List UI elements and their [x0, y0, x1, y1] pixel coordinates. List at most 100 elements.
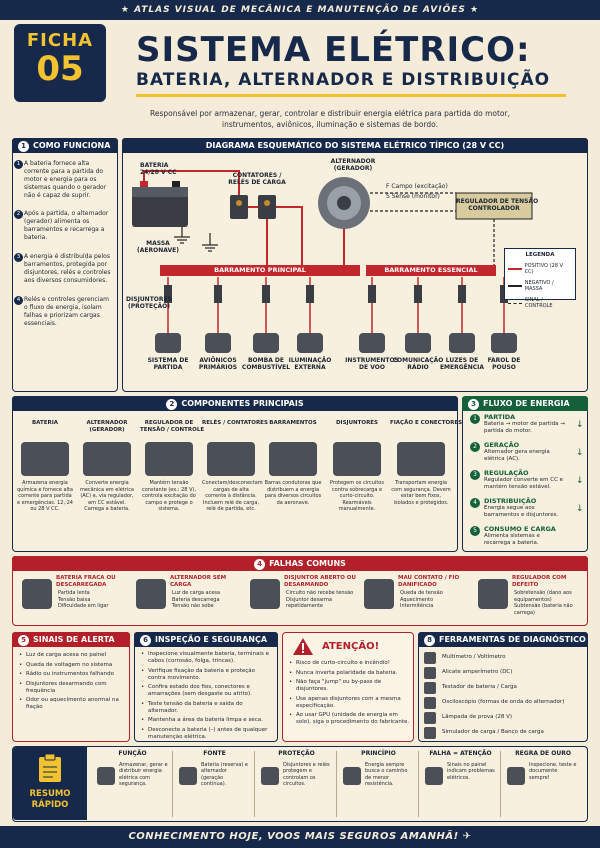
- breaker-icon: [368, 285, 376, 303]
- resumo-label-box: RESUMO RÁPIDO: [13, 747, 87, 820]
- title-underline: [136, 94, 566, 97]
- failure-title: BATERIA FRACA OU DESCARREGADA: [56, 575, 116, 588]
- component-title: FIAÇÃO E CONECTORES: [390, 420, 463, 426]
- section-number: 2: [166, 399, 178, 410]
- step-number: 1: [470, 414, 480, 424]
- legend-item: NEGATIVO / MASSA: [508, 280, 572, 292]
- ground-label: MASSA (AERONAVE): [137, 240, 179, 254]
- ficha-badge: FICHA 05: [14, 24, 106, 102]
- failure-image-icon: [364, 579, 394, 609]
- section-title: INSPEÇÃO E SEGURANÇA: [155, 635, 268, 644]
- resumo-box-title: REGRA DE OURO: [515, 750, 571, 757]
- step-number: 2: [14, 210, 23, 219]
- step-text: Após a partida, o alternador (gerador) a…: [24, 210, 109, 241]
- list-item: Não faça "jump" ou by-pass de disjuntore…: [288, 679, 410, 693]
- section-title: COMO FUNCIONA: [33, 141, 111, 150]
- breaker-icon: [164, 285, 172, 303]
- contactor-icon: [258, 195, 276, 219]
- component-desc: Armazena energia química e fornece alta …: [17, 480, 73, 512]
- component-title: BATERIA: [31, 420, 59, 426]
- tool-icon: [424, 682, 436, 694]
- section-title: FALHAS COMUNS: [269, 559, 346, 568]
- section-title: FLUXO DE ENERGIA: [483, 399, 570, 408]
- resumo-box-title: FONTE: [203, 750, 226, 757]
- section-number: 6: [140, 635, 151, 646]
- list-item: Nunca inverta polaridade da bateria.: [288, 670, 410, 677]
- warning-icon: [293, 638, 313, 655]
- step-desc: Bateria → motor de partida → partida do …: [484, 421, 565, 434]
- consumer-icons: [155, 333, 517, 353]
- sinais-list: Luz de carga acesa no painelQueda de vol…: [18, 652, 124, 714]
- contactors-label: CONTATORES / RELÉS DE CARGA: [228, 172, 286, 186]
- failure-point: Aquecimento: [400, 596, 434, 603]
- consumer-label: FAROL DE POUSO: [487, 357, 521, 371]
- step-title: GERAÇÃO: [484, 441, 520, 449]
- step-number: 5: [470, 526, 480, 536]
- component-card: BATERIA Armazena energia química e fornec…: [16, 420, 74, 513]
- diagram-svg: [132, 170, 533, 353]
- footer-slogan: CONHECIMENTO HOJE, VOOS MAIS SEGUROS AMA…: [0, 826, 600, 848]
- component-desc: Protegem os circuitos contra sobrecarga …: [330, 480, 384, 512]
- consumer-device-icon: [253, 333, 279, 353]
- failure-title: MAU CONTATO / FIO DANIFICADO: [398, 575, 460, 588]
- component-image-icon: [83, 442, 131, 476]
- battery-icon: [132, 181, 188, 227]
- step-title: PARTIDA: [484, 413, 516, 421]
- step-number: 4: [470, 498, 480, 508]
- resumo-label: RESUMO RÁPIDO: [29, 789, 71, 810]
- consumer-label: INSTRUMENTOS DE VOO: [345, 357, 399, 371]
- resumo-box-desc: Armazenar, gerar e distribuir energia el…: [119, 761, 168, 788]
- failure-point: Partida lenta: [58, 590, 90, 596]
- resumo-box-desc: Energia sempre busca o caminho de menor …: [365, 761, 408, 788]
- list-item: Teste tensão da bateria e saída do alter…: [140, 701, 274, 715]
- list-item: Disjuntores desarmando com frequência: [18, 681, 124, 695]
- failure-point: Tensão não sobe: [172, 603, 214, 609]
- arrow-down-icon: ↓: [576, 420, 584, 430]
- section-title: FERRAMENTAS DE DIAGNÓSTICO: [439, 635, 586, 644]
- atencao-title: ATENÇÃO!: [322, 641, 380, 652]
- como-funciona-panel: [12, 138, 118, 392]
- list-item: Verifique fixação da bateria e proteção …: [140, 668, 274, 682]
- resumo-box-icon: [261, 767, 279, 785]
- list-item: Odor ou aquecimento anormal na fiação: [18, 697, 124, 711]
- tool-icon: [424, 712, 436, 724]
- section-number: 5: [18, 635, 29, 646]
- consumer-label: LUZES DE EMERGÊNCIA: [439, 357, 485, 371]
- component-card: DISJUNTORES Protegem os circuitos contra …: [328, 420, 386, 513]
- resumo-box-icon: [425, 767, 443, 785]
- alternator-label: ALTERNADOR (GERADOR): [330, 158, 376, 172]
- badge-number: 05: [36, 49, 84, 89]
- legend-label: NEGATIVO / MASSA: [524, 280, 554, 292]
- resumo-box-icon: [343, 767, 361, 785]
- failure-point: Sobretensão (dano aos equipamentos): [514, 590, 572, 603]
- intro-text: Responsável por armazenar, gerar, contro…: [150, 109, 510, 129]
- breakers-label: DISJUNTORES (PROTEÇÃO): [126, 296, 172, 310]
- positive-wires: [143, 170, 345, 265]
- step-desc: Alternador gera energia elétrica (AC).: [484, 449, 550, 462]
- main-bus: BARRAMENTO PRINCIPAL: [160, 265, 360, 276]
- component-image-icon: [21, 442, 69, 476]
- failure-point: Dificuldade em ligar: [58, 603, 109, 609]
- consumer-device-icon: [405, 333, 431, 353]
- list-item: Use apenas disjuntores com a mesma espec…: [288, 696, 410, 710]
- component-image-icon: [397, 442, 445, 476]
- component-title: DISJUNTORES: [335, 420, 379, 426]
- badge-label: FICHA: [26, 30, 94, 51]
- failure-image-icon: [250, 579, 280, 609]
- list-item: Risco de curto-circuito e incêndio!: [288, 660, 410, 667]
- step-number: 3: [14, 253, 23, 262]
- step-title: DISTRIBUIÇÃO: [484, 497, 537, 505]
- consumer-device-icon: [449, 333, 475, 353]
- step-text: Relés e controles gerenciam o fluxo de e…: [24, 296, 109, 327]
- component-title: REGULADOR DE TENSÃO / CONTROLE: [140, 420, 205, 433]
- resumo-box-title: PROTEÇÃO: [278, 750, 315, 757]
- step-number: 4: [14, 296, 23, 305]
- battery-label: BATERIA 24/28 V CC: [140, 162, 177, 176]
